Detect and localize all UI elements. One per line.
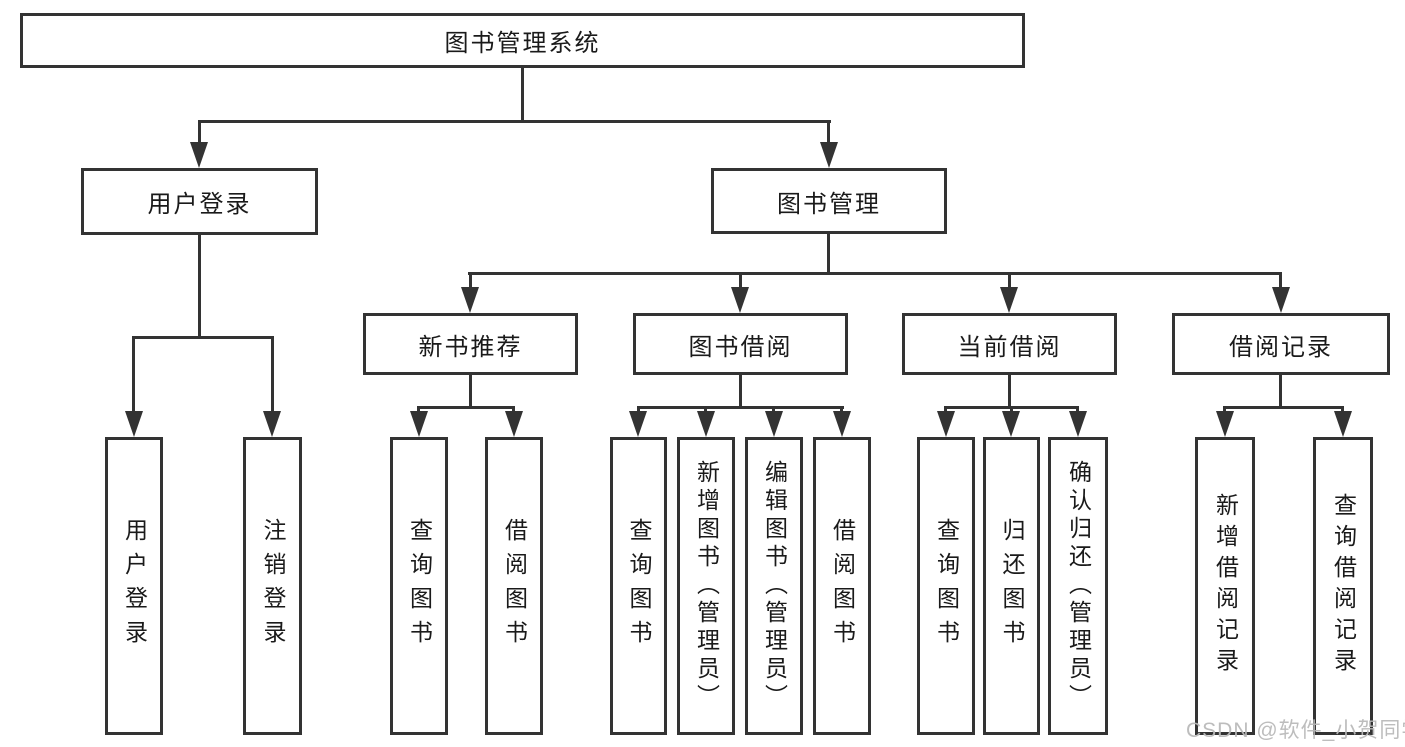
connector-drop-level3	[739, 272, 742, 289]
arrow-down-icon	[1216, 411, 1234, 437]
arrow-down-icon	[1069, 411, 1087, 437]
connector-drop-level3	[1008, 272, 1011, 289]
arrow-down-icon	[190, 142, 208, 168]
connector-stub	[1279, 375, 1282, 406]
arrow-down-icon	[1272, 287, 1290, 313]
connector-drop-leaf	[840, 406, 843, 414]
leaf-nbr-query-books: 查询图书	[390, 437, 448, 735]
connector-drop-level3	[469, 272, 472, 289]
connector-drop-leaf	[772, 406, 775, 414]
leaf-bb-borrow-books: 借阅图书	[813, 437, 871, 735]
arrow-down-icon	[1334, 411, 1352, 437]
connector-drop-leaf	[637, 406, 640, 414]
leaf-bb-add-book-admin: 新增图书（管理员）	[677, 437, 735, 735]
arrow-down-icon	[263, 411, 281, 437]
node-user-login: 用户登录	[81, 168, 318, 235]
connector-drop-leaf	[1223, 406, 1226, 414]
connector-drop-level3	[1279, 272, 1282, 289]
leaf-user-login: 用户登录	[105, 437, 163, 735]
arrow-down-icon	[629, 411, 647, 437]
leaf-cb-query-books: 查询图书	[917, 437, 975, 735]
connector-user-login-stub	[198, 235, 201, 336]
node-new-book-recommendation: 新书推荐	[363, 313, 578, 375]
node-borrowing-records: 借阅记录	[1172, 313, 1390, 375]
connector-drop-leaf	[512, 406, 515, 414]
connector-drop-leaf	[704, 406, 707, 414]
connector-drop-leaf	[417, 406, 420, 414]
arrow-down-icon	[820, 142, 838, 168]
connector-drop-leaf	[1076, 406, 1079, 414]
watermark: CSDN @软件_小贺同学	[1186, 719, 1405, 742]
arrow-down-icon	[125, 411, 143, 437]
arrow-down-icon	[697, 411, 715, 437]
leaf-br-query-borrow-record: 查询借阅记录	[1313, 437, 1373, 735]
leaf-logout: 注销登录	[243, 437, 302, 735]
node-book-borrowing: 图书借阅	[633, 313, 848, 375]
arrow-down-icon	[505, 411, 523, 437]
connector-user-login-rail	[132, 336, 274, 339]
connector-drop-leaf	[944, 406, 947, 414]
leaf-bb-query-books: 查询图书	[610, 437, 667, 735]
leaf-cb-confirm-return-admin: 确认归还（管理员）	[1048, 437, 1108, 735]
arrow-down-icon	[410, 411, 428, 437]
connector-drop-leaf	[271, 336, 274, 414]
connector-root-stub	[521, 68, 524, 120]
connector-drop-leaf	[132, 336, 135, 414]
leaf-cb-return-books: 归还图书	[983, 437, 1040, 735]
arrow-down-icon	[731, 287, 749, 313]
leaf-nbr-borrow-books: 借阅图书	[485, 437, 543, 735]
connector-level3-rail	[468, 272, 1282, 275]
connector-stub	[469, 375, 472, 406]
connector-rail	[1223, 406, 1344, 409]
node-book-management: 图书管理	[711, 168, 947, 234]
connector-drop-leaf	[1341, 406, 1344, 414]
leaf-br-add-borrow-record: 新增借阅记录	[1195, 437, 1255, 735]
connector-drop-user-login	[198, 120, 201, 144]
connector-book-management-stub	[827, 234, 830, 272]
connector-drop-leaf	[1010, 406, 1013, 414]
connector-level2-rail	[198, 120, 831, 123]
arrow-down-icon	[937, 411, 955, 437]
connector-stub	[1008, 375, 1011, 406]
leaf-bb-edit-book-admin: 编辑图书（管理员）	[745, 437, 803, 735]
connector-stub	[739, 375, 742, 406]
connector-drop-book-management	[827, 120, 830, 144]
connector-rail	[417, 406, 515, 409]
arrow-down-icon	[461, 287, 479, 313]
arrow-down-icon	[1000, 287, 1018, 313]
arrow-down-icon	[833, 411, 851, 437]
node-root: 图书管理系统	[20, 13, 1025, 68]
connector-rail	[637, 406, 844, 409]
arrow-down-icon	[765, 411, 783, 437]
node-current-borrowing: 当前借阅	[902, 313, 1117, 375]
arrow-down-icon	[1002, 411, 1020, 437]
